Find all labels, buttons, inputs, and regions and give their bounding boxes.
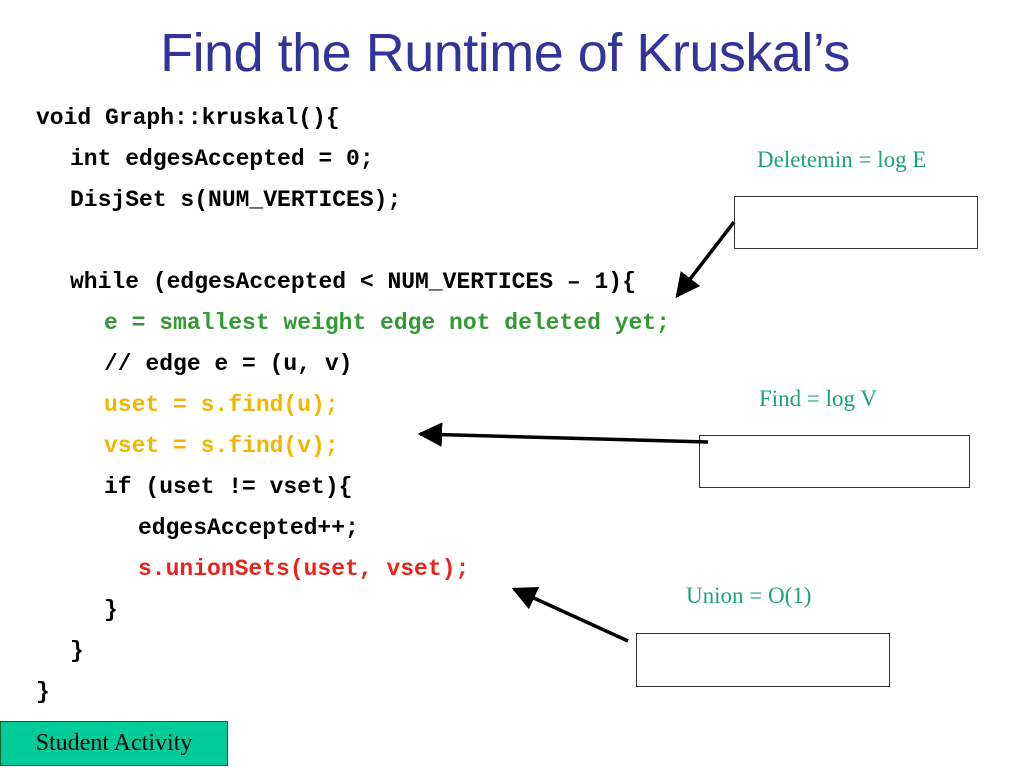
code-line: int edgesAccepted = 0; [70, 146, 374, 172]
deletemin-arrow [675, 220, 736, 298]
code-line-comment: // edge e = (u, v) [104, 351, 353, 377]
union-arrow [511, 587, 629, 643]
student-activity-text: Student Activity [35, 730, 193, 756]
code-line: if (uset != vset){ [104, 474, 353, 500]
slide-title: Find the Runtime of Kruskal’s [160, 23, 850, 83]
code-line: } [104, 597, 118, 623]
code-line: void Graph::kruskal(){ [36, 105, 340, 131]
code-line: DisjSet s(NUM_VERTICES); [70, 187, 402, 213]
union-annotation: Union = O(1) [686, 583, 812, 608]
find-answer-box [699, 435, 970, 488]
find-arrow [417, 422, 709, 447]
code-line: edgesAccepted++; [138, 515, 359, 541]
code-line: } [36, 679, 50, 705]
code-line-deletemin: e = smallest weight edge not deleted yet… [104, 310, 670, 336]
code-line-find-u: uset = s.find(u); [104, 392, 339, 418]
union-answer-box [636, 633, 890, 687]
code-line-union: s.unionSets(uset, vset); [138, 556, 470, 582]
deletemin-answer-box [734, 196, 978, 249]
code-line-find-v: vset = s.find(v); [104, 433, 339, 459]
code-line: while (edgesAccepted < NUM_VERTICES – 1)… [70, 269, 636, 295]
code-line: } [70, 638, 84, 664]
student-activity-label: Student Activity [0, 721, 228, 766]
find-annotation: Find = log V [759, 386, 877, 411]
deletemin-annotation: Deletemin = log E [757, 147, 927, 172]
